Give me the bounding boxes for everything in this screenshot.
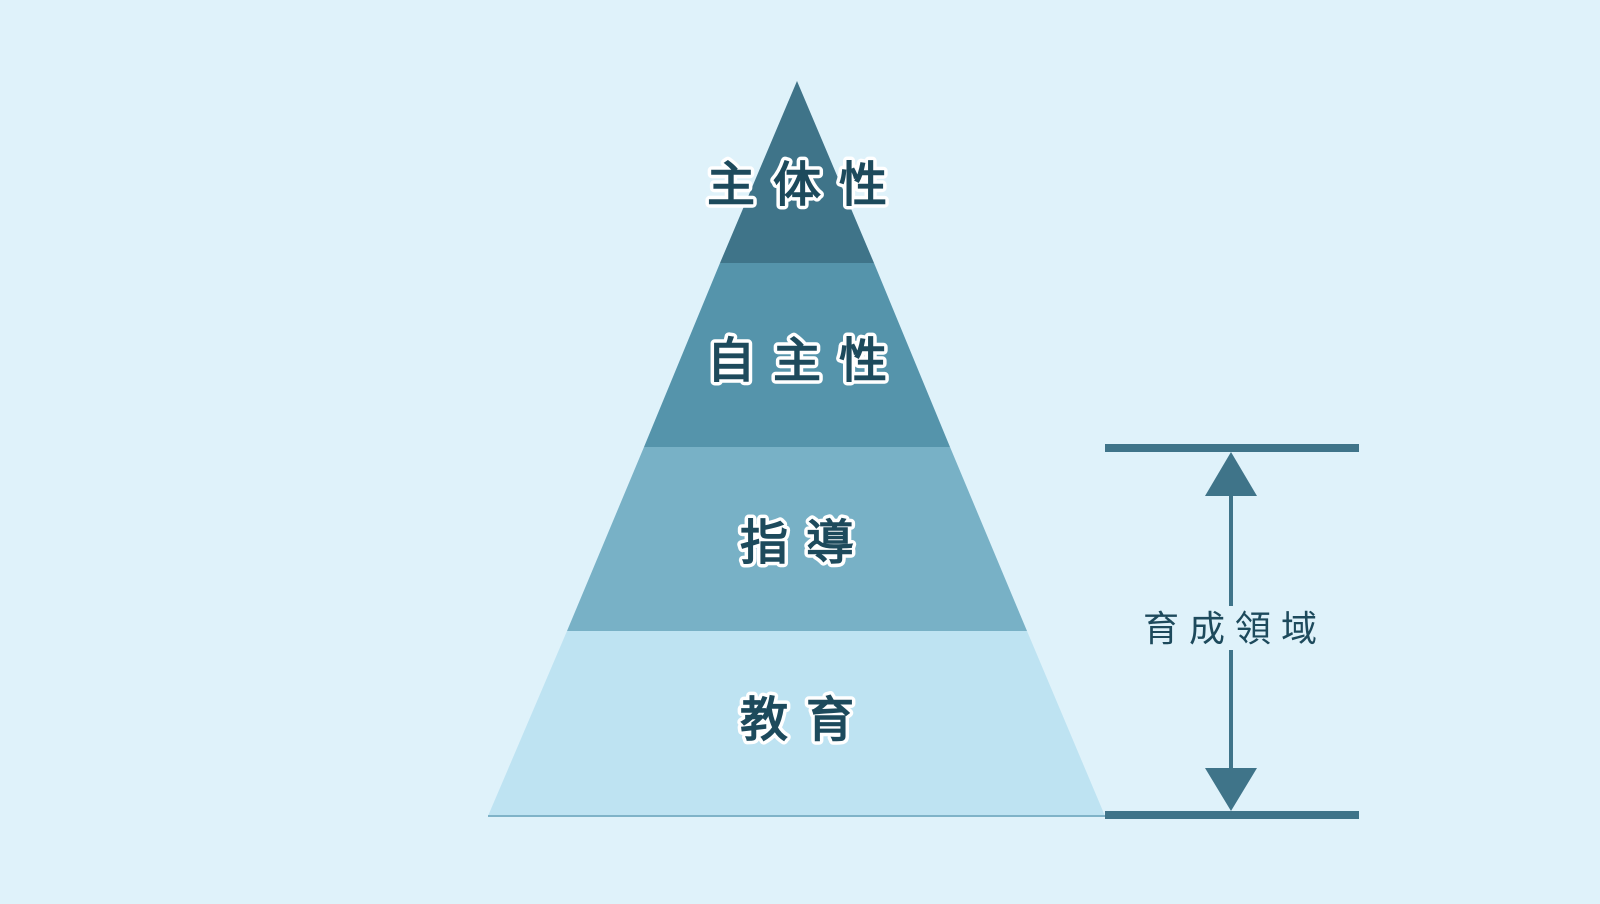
level-label-2: 自主性 (707, 333, 905, 389)
range-label: 育成領域 (1143, 609, 1327, 650)
bracket-top-line (1105, 444, 1359, 452)
level-label-1: 主体性 (707, 157, 905, 213)
pyramid-level-2 (644, 263, 950, 447)
arrow-up-icon (1205, 452, 1257, 496)
arrow-shaft-bottom (1229, 650, 1233, 770)
level-label-3: 指導 (740, 515, 872, 571)
bracket-bottom-line (1105, 811, 1359, 819)
range-bracket (1105, 444, 1359, 819)
arrow-down-icon (1205, 768, 1257, 811)
pyramid-level-3 (567, 447, 1027, 631)
arrow-shaft-top (1229, 494, 1233, 606)
pyramid-level-1 (720, 81, 874, 263)
level-label-4: 教育 (740, 692, 872, 748)
pyramid-level-4 (488, 631, 1105, 816)
